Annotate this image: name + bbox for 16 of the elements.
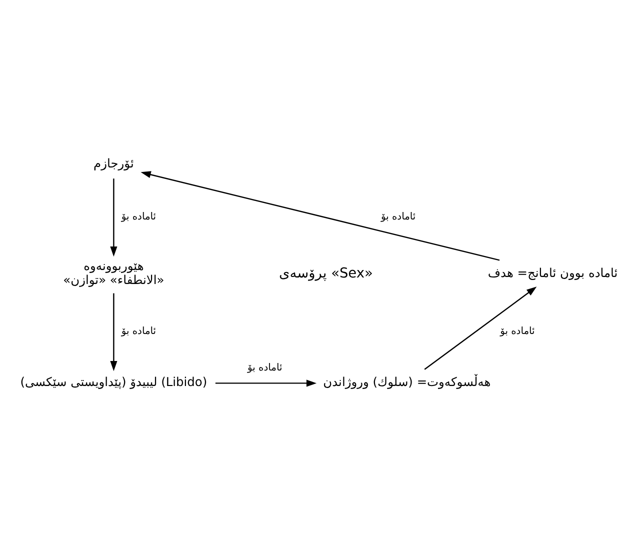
edge-label: ئامادە بۆ (380, 210, 416, 222)
node-text: ئامادە بوون ئامانج= هدف (488, 265, 618, 280)
edge-label: ئامادە بۆ (121, 325, 156, 336)
arrow (424, 286, 537, 370)
arrow (110, 292, 118, 371)
label: پرۆسەی «Sex» (279, 264, 373, 281)
node-text: (پێداویستی سێکسی) لیبیدۆ (Libido) (20, 374, 208, 389)
node-text: هەڵسوکەوت= (سلوك) وروژاندن (323, 374, 491, 389)
node-text: هێوربوونەوە «الانطفاء» «توازن» (63, 258, 164, 286)
arrow (140, 170, 500, 260)
edge-label: ئامادە بۆ (500, 325, 535, 336)
node-text: ئۆرجازم (94, 156, 134, 170)
edge-label: ئامادە بۆ (121, 210, 156, 222)
edge-label: ئامادە بۆ (248, 362, 282, 374)
arrow (110, 178, 118, 256)
arrow (215, 379, 317, 386)
